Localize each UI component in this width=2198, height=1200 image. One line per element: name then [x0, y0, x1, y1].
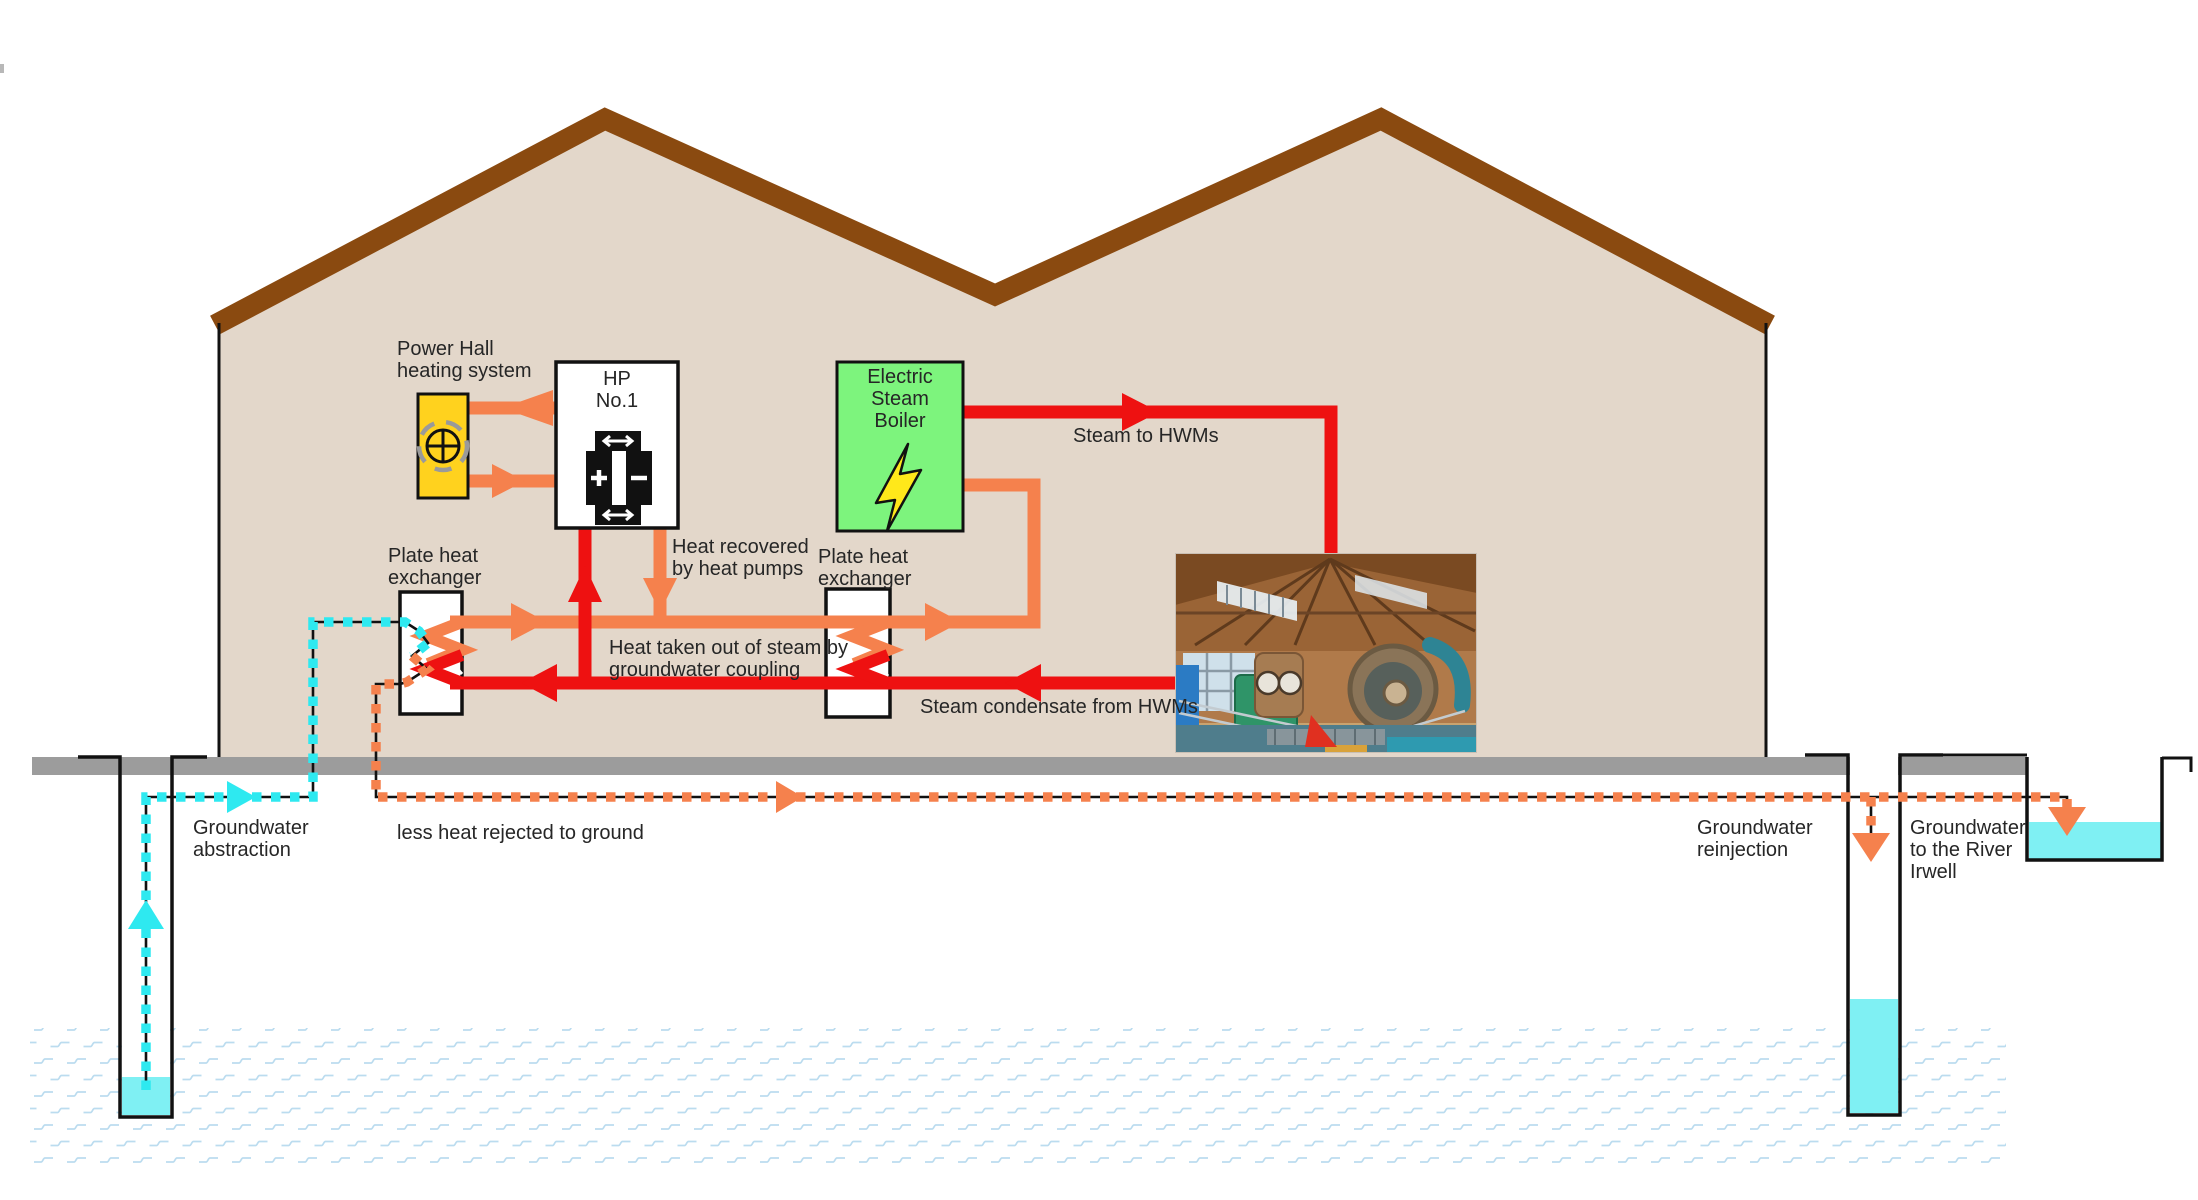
label-line: HP [603, 368, 631, 390]
label-line: abstraction [193, 839, 291, 861]
orange-left-arrow [502, 390, 553, 426]
label-line: No.1 [595, 390, 639, 412]
red-flow-arrow [521, 664, 557, 702]
heat-exchanger-zigzags [409, 616, 905, 689]
label-line: reinjection [1697, 839, 1789, 861]
cyan-right-arrow [227, 781, 256, 813]
label-line: groundwater coupling [609, 659, 801, 681]
groundwater-lines [128, 617, 2086, 1090]
label-line: Steam to HWMs [1073, 425, 1219, 447]
screen-artifact [0, 64, 4, 73]
cyan-up-arrow [128, 900, 164, 929]
river-water [2029, 822, 2161, 860]
label-line: Heat taken out of steam by [609, 637, 849, 659]
label-heat-recovered: Heat recovered by heat pumps [672, 536, 809, 580]
radiator [416, 392, 470, 500]
orange-down-arrow [643, 578, 677, 612]
label-line: Groundwater [1910, 817, 2026, 839]
label-line: Groundwater [193, 817, 309, 839]
label-line: to the River [1910, 839, 2013, 861]
label-line: Steam condensate from HWMs [920, 696, 1198, 718]
label-line: Electric [867, 366, 933, 388]
label-line: heating system [397, 360, 532, 382]
orange-down-arrow [2048, 807, 2086, 836]
heat-pump-icon [586, 431, 652, 525]
label-power-hall-heating-system: Power Hall heating system [397, 338, 532, 382]
label-line: Plate heat [818, 546, 909, 568]
ground-surface [32, 757, 2027, 775]
label-groundwater-reinjection: Groundwater reinjection [1697, 817, 1813, 861]
orange-flow-arrow [511, 603, 547, 641]
label-line: Power Hall [397, 338, 494, 360]
label-line: less heat rejected to ground [397, 822, 644, 844]
label-line: Plate heat [388, 545, 479, 567]
warm-groundwater-line [371, 652, 2072, 833]
label-heat-taken-out: Heat taken out of steam by groundwater c… [609, 637, 848, 681]
label-line: exchanger [818, 568, 912, 590]
roof [210, 107, 1775, 335]
label-steam-condensate: Steam condensate from HWMs [920, 696, 1198, 718]
aquifer-hatching [30, 1028, 2006, 1170]
label-groundwater-to-river-irwell: Groundwater to the River Irwell [1910, 817, 2026, 883]
pipes [450, 390, 1338, 702]
label-groundwater-abstraction: Groundwater abstraction [193, 817, 309, 861]
red-flow-arrow [1005, 664, 1041, 702]
label-plate-heat-exchanger-right: Plate heat exchanger [818, 546, 911, 590]
orange-right-arrow [492, 464, 525, 498]
label-hp-no1: HP No.1 [556, 368, 678, 412]
label-line: Boiler [874, 410, 926, 432]
river-irwell [2025, 756, 2193, 862]
label-plate-heat-exchanger-left: Plate heat exchanger [388, 545, 481, 589]
label-line: by heat pumps [672, 558, 804, 580]
label-less-heat-rejected: less heat rejected to ground [397, 822, 644, 844]
power-hall-photo [1175, 553, 1477, 753]
label-electric-steam-boiler: Electric Steam Boiler [837, 366, 963, 432]
label-line: exchanger [388, 567, 482, 589]
well-water [1850, 999, 1898, 1113]
heat-pump-unit [554, 360, 680, 530]
label-line: Heat recovered [672, 536, 809, 558]
orange-down-arrow [1852, 833, 1890, 862]
reinjection-well [1805, 753, 2027, 1117]
label-line: Groundwater [1697, 817, 1813, 839]
red-flow-arrow [1122, 393, 1159, 431]
red-up-arrow [568, 566, 602, 602]
orange-flow-arrow [925, 603, 961, 641]
label-line: Irwell [1910, 861, 1957, 883]
label-line: Steam [871, 388, 929, 410]
electric-steam-boiler [835, 360, 965, 533]
label-steam-to-hwms: Steam to HWMs [1073, 425, 1219, 447]
orange-right-arrow [776, 781, 803, 813]
radiator-icon [416, 419, 470, 473]
lightning-icon [874, 442, 923, 533]
